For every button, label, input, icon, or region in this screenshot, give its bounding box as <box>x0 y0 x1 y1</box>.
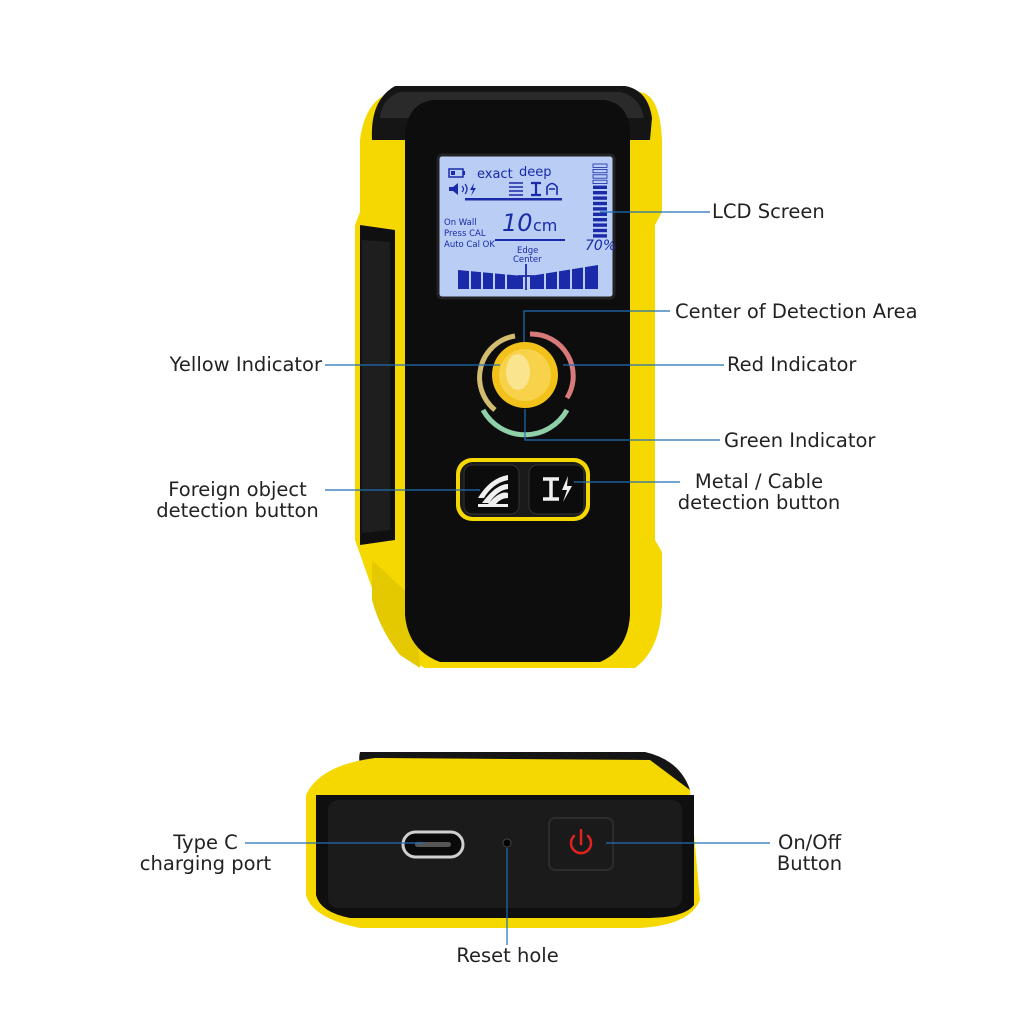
signal-bar <box>592 163 608 168</box>
lcd-edge-label: Edge <box>517 246 538 256</box>
red-indicator-arc <box>529 331 576 400</box>
label-foreign-line1: Foreign object <box>168 478 307 501</box>
power-icon <box>569 828 593 855</box>
speaker-icon <box>449 183 458 195</box>
label-lcd-screen: LCD Screen <box>712 200 825 223</box>
signal-bar <box>593 234 607 238</box>
signal-bar <box>593 218 607 222</box>
detector-front-view: exact deep On Wall Press CAL Auto Cal OK… <box>355 86 662 668</box>
signal-bar <box>592 174 608 179</box>
label-on-off: On/Off Button <box>762 832 857 874</box>
lcd-content: exact deep On Wall Press CAL Auto Cal OK… <box>444 163 616 291</box>
wood-stud-icon <box>509 182 523 196</box>
signal-bar <box>593 223 607 227</box>
leader-lines <box>245 211 770 945</box>
label-type-c: Type C charging port <box>118 832 293 874</box>
lcd-status-on-wall: On Wall <box>444 218 477 228</box>
label-onoff-line2: Button <box>776 852 843 875</box>
label-metal-cable: Metal / Cable detection button <box>664 471 854 513</box>
reset-hole[interactable] <box>502 838 512 848</box>
lcd-status-auto-cal: Auto Cal OK <box>444 240 495 250</box>
signal-strength-bars <box>592 163 608 238</box>
metal-icon <box>531 181 541 197</box>
leader-center-detection <box>523 310 670 342</box>
metal-cable-icon <box>543 476 572 502</box>
lcd-signal-percent: 70% <box>585 238 616 254</box>
live-wire-icon <box>546 182 558 195</box>
leader-green-indicator <box>524 409 720 441</box>
signal-bar <box>593 191 607 195</box>
label-foreign-line2: detection button <box>156 499 319 522</box>
indicator-ring <box>477 331 576 438</box>
detector-bottom-view <box>306 752 700 928</box>
lcd-center-label: Center <box>513 255 542 265</box>
signal-bar <box>592 179 608 184</box>
signal-bar <box>592 168 608 174</box>
lcd-mode-exact: exact <box>477 167 513 182</box>
yellow-indicator-arc <box>477 333 516 412</box>
label-center-detection: Center of Detection Area <box>675 300 918 323</box>
lcd-depth-unit: cm <box>533 216 557 235</box>
lcd-depth-value: 10 <box>502 209 533 237</box>
label-red-indicator: Red Indicator <box>727 353 857 376</box>
signal-bar <box>593 207 607 211</box>
label-typec-line1: Type C <box>173 831 238 854</box>
label-reset-hole: Reset hole <box>456 944 559 967</box>
lcd-status-press-cal: Press CAL <box>444 229 486 239</box>
label-metal-line1: Metal / Cable <box>694 470 824 493</box>
signal-bar <box>593 228 607 233</box>
label-yellow-indicator: Yellow Indicator <box>169 353 322 376</box>
wave-layers-icon <box>478 475 508 507</box>
label-onoff-line1: On/Off <box>777 831 842 854</box>
label-metal-line2: detection button <box>677 491 841 514</box>
label-green-indicator: Green Indicator <box>724 429 876 452</box>
signal-bar <box>593 201 607 206</box>
label-typec-line2: charging port <box>139 852 272 875</box>
signal-bar <box>593 196 607 200</box>
bolt-icon <box>470 183 476 196</box>
signal-bar <box>593 185 607 189</box>
label-foreign-object: Foreign object detection button <box>140 479 335 521</box>
signal-bar <box>593 212 607 216</box>
lcd-mode-deep: deep <box>519 165 552 180</box>
metal-cable-button[interactable] <box>528 464 585 515</box>
